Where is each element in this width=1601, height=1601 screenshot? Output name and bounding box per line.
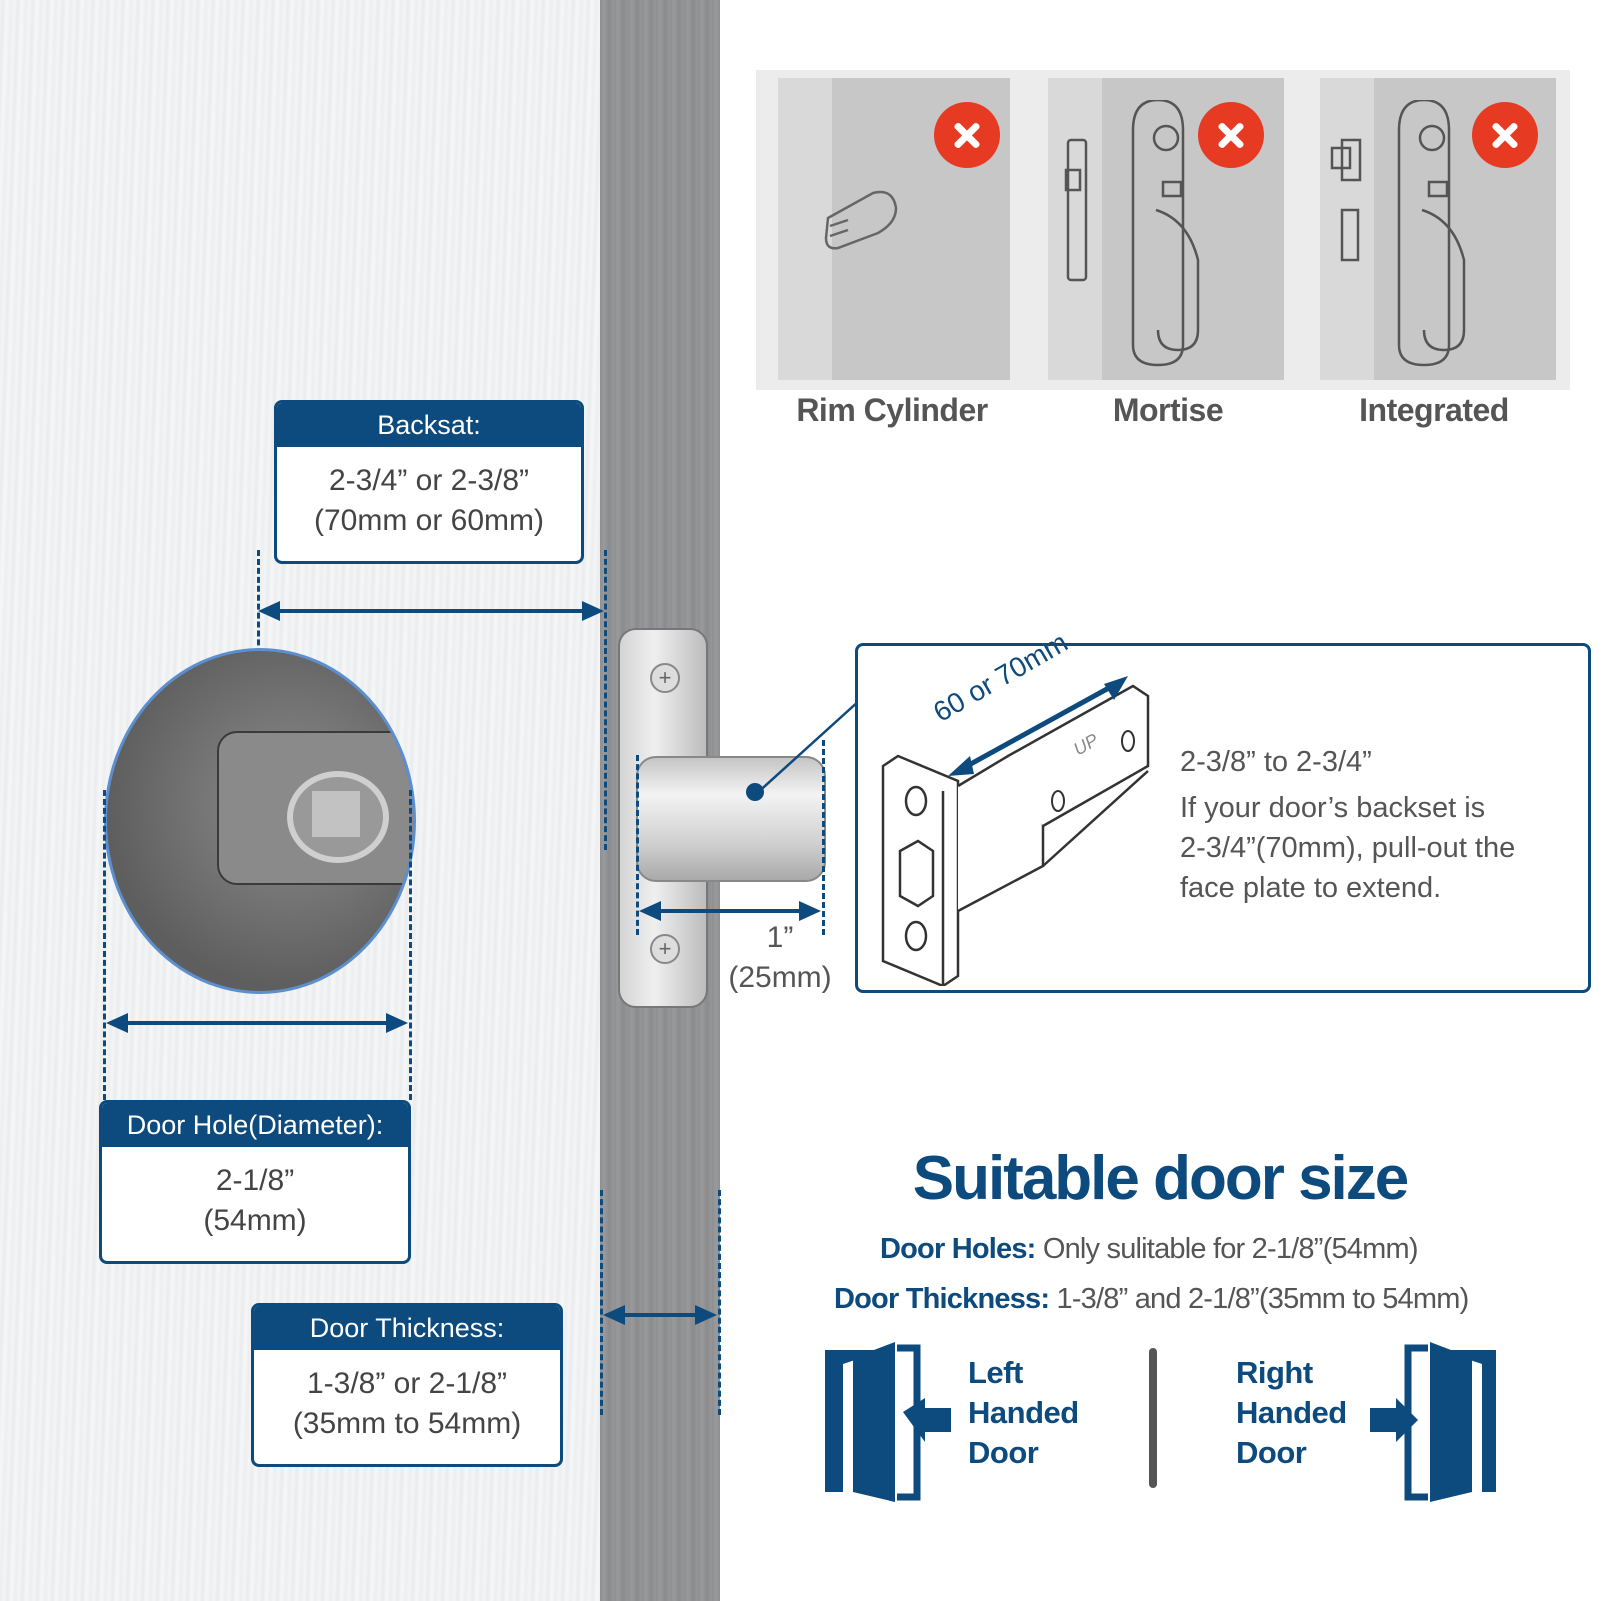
backset-edge-dashed-line: [604, 550, 607, 850]
door-thickness-value-inches: 1-3/8” or 2-1/8”: [306, 1367, 508, 1400]
right-handed-line-3: Door: [1236, 1435, 1307, 1470]
door-thickness-title: Door Thickness:: [254, 1306, 560, 1350]
door-hole-value-inches: 2-1/8”: [215, 1164, 295, 1197]
door-hole-dimension-arrow: [106, 1013, 408, 1033]
callout-dot: [746, 783, 764, 801]
suitable-door-size-title: Suitable door size: [912, 1144, 1410, 1213]
door-holes-value: Only sulitable for 2-1/8”(54mm): [1042, 1233, 1419, 1265]
bolt-extension-arrow: [639, 901, 821, 921]
right-handed-line-1: Right: [1236, 1355, 1313, 1390]
backset-dimension-arrow: [258, 601, 604, 621]
bolt-left-dashed-line: [636, 755, 639, 935]
thickness-left-dashed-line: [600, 1190, 603, 1415]
left-handed-door-icon: [825, 1342, 951, 1502]
door-hole-title: Door Hole(Diameter):: [102, 1103, 408, 1147]
left-handed-line-2: Handed: [968, 1395, 1079, 1430]
type-label-rim-cylinder: Rim Cylinder: [796, 392, 988, 428]
type-label-integrated: Integrated: [1359, 392, 1509, 428]
x-circle-icon: [934, 102, 1000, 168]
latch-backset-range: 2-3/8” to 2-3/4”: [1180, 746, 1372, 778]
thickness-right-dashed-line: [718, 1190, 721, 1415]
bolt-right-dashed-line: [822, 740, 825, 935]
bolt-extension-mm: (25mm): [728, 961, 832, 994]
door-hole-left-dashed-line: [103, 790, 106, 1100]
left-handed-line-1: Left: [968, 1355, 1023, 1390]
right-handed-door-icon: [1370, 1342, 1496, 1502]
type-card-rim-cylinder: [778, 78, 1010, 380]
adjustable-latch-diagram: UP: [881, 676, 1150, 986]
door-thickness-dimension-arrow: [603, 1305, 717, 1325]
mortise-lock-icon: [1064, 100, 1200, 367]
left-handed-line-3: Door: [968, 1435, 1039, 1470]
handedness-divider: [1149, 1348, 1157, 1488]
type-card-mortise: [1048, 78, 1284, 380]
door-hole-right-dashed-line: [409, 790, 412, 1100]
integrated-lock-icon: [1330, 100, 1466, 367]
right-handed-door-label: Right Handed Door: [1236, 1353, 1347, 1473]
screw-bottom-icon: +: [650, 934, 680, 964]
rim-cylinder-icon: [824, 190, 898, 250]
backset-value-mm: (70mm or 60mm): [313, 504, 545, 537]
door-thickness-value: 1-3/8” and 2-1/8”(35mm to 54mm): [1056, 1283, 1469, 1315]
backset-title: Backsat:: [277, 403, 581, 447]
door-hole-value-mm: (54mm): [203, 1204, 307, 1237]
right-handed-line-2: Handed: [1236, 1395, 1347, 1430]
door-thickness-value-mm: (35mm to 54mm): [292, 1407, 522, 1440]
latch-bolt: [636, 756, 826, 882]
incompatible-types-panel: [756, 70, 1570, 390]
callout-leader-line: [755, 700, 860, 795]
type-card-integrated: [1320, 78, 1556, 380]
door-thickness-label: Door Thickness:: [834, 1283, 1050, 1315]
door-thickness-spec: Door Thickness: 1-3/8” and 2-1/8”(35mm t…: [834, 1283, 1469, 1316]
latch-note-line-3: face plate to extend.: [1180, 872, 1442, 904]
backset-info-box: Backsat: 2-3/4” or 2-3/8” (70mm or 60mm): [274, 400, 584, 564]
x-circle-icon: [1472, 102, 1538, 168]
door-hole-photo: [104, 648, 416, 994]
x-circle-icon: [1198, 102, 1264, 168]
bolt-extension-inches: 1”: [766, 921, 794, 954]
door-hole-info-box: Door Hole(Diameter): 2-1/8” (54mm): [99, 1100, 411, 1264]
latch-detail-box: UP 60 or 70mm 2-3/8” to 2-3/4” If your d…: [855, 626, 1591, 993]
backset-value-inches: 2-3/4” or 2-3/8”: [328, 464, 530, 497]
screw-top-icon: +: [650, 663, 680, 693]
door-thickness-info-box: Door Thickness: 1-3/8” or 2-1/8” (35mm t…: [251, 1303, 563, 1467]
latch-note-line-2: 2-3/4”(70mm), pull-out the: [1180, 832, 1516, 864]
latch-note: If your door’s backset is 2-3/4”(70mm), …: [1180, 788, 1515, 908]
door-holes-spec: Door Holes: Only sulitable for 2-1/8”(54…: [880, 1233, 1419, 1266]
door-holes-label: Door Holes:: [880, 1233, 1036, 1265]
type-label-mortise: Mortise: [1112, 392, 1224, 428]
left-handed-door-label: Left Handed Door: [968, 1353, 1079, 1473]
latch-note-line-1: If your door’s backset is: [1180, 792, 1486, 824]
bolt-extension-label: 1” (25mm): [720, 918, 840, 998]
